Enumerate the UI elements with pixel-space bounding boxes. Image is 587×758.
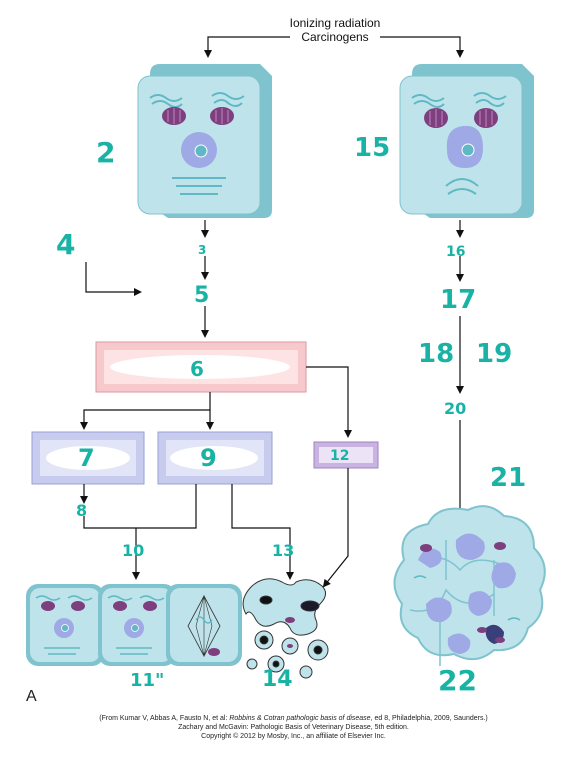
top-split-arrows — [204, 36, 464, 58]
caption-line-2: Zachary and McGavin: Pathologic Basis of… — [178, 724, 409, 731]
caption-title: Robbins & Cotran pathologic basis of dis… — [229, 715, 371, 722]
label-carcinogens: Carcinogens — [301, 30, 368, 44]
number-14: 14 — [262, 667, 293, 692]
number-20: 20 — [444, 399, 466, 418]
apoptosis-icon — [242, 578, 329, 679]
number-5: 5 — [194, 283, 209, 308]
proliferating-cells-icon — [26, 584, 242, 666]
number-22: 22 — [438, 664, 477, 697]
number-19: 19 — [476, 339, 512, 369]
number-11: 11" — [130, 670, 164, 691]
lower-connectors — [80, 468, 349, 588]
number-4: 4 — [56, 228, 75, 261]
box-7 — [31, 431, 145, 485]
box-9 — [157, 431, 273, 485]
number-21: 21 — [490, 463, 526, 493]
normal-cell-icon — [137, 64, 272, 218]
label-ionizing-radiation: Ionizing radiation — [290, 16, 381, 30]
caption-line-3: Copyright © 2012 by Mosby, Inc., an affi… — [201, 733, 386, 740]
box-6-arrows — [80, 366, 352, 438]
box-12 — [313, 441, 379, 469]
number-10: 10 — [122, 541, 144, 560]
number-3: 3 — [198, 243, 206, 257]
caption-line-1: (From Kumar V, Abbas A, Fausto N, et al:… — [0, 714, 587, 723]
number-18: 18 — [418, 339, 454, 369]
number-7: 7 — [78, 444, 95, 472]
number-12: 12 — [330, 448, 349, 464]
number-17: 17 — [440, 285, 476, 315]
damaged-cell-icon — [399, 64, 534, 218]
number-16: 16 — [446, 244, 465, 260]
number-8: 8 — [76, 501, 87, 520]
box-6 — [95, 341, 307, 393]
number-15: 15 — [354, 133, 390, 163]
tumor-icon — [393, 505, 546, 666]
caption-suffix: , ed 8, Philadelphia, 2009, Saunders.) — [370, 715, 488, 722]
number-6: 6 — [190, 357, 204, 381]
left-flow-arrows — [85, 220, 209, 338]
caption-prefix: (From Kumar V, Abbas A, Fausto N, et al: — [99, 715, 230, 722]
number-9: 9 — [200, 444, 217, 472]
number-13: 13 — [272, 541, 294, 560]
number-2: 2 — [96, 136, 115, 169]
panel-letter: A — [26, 688, 37, 705]
